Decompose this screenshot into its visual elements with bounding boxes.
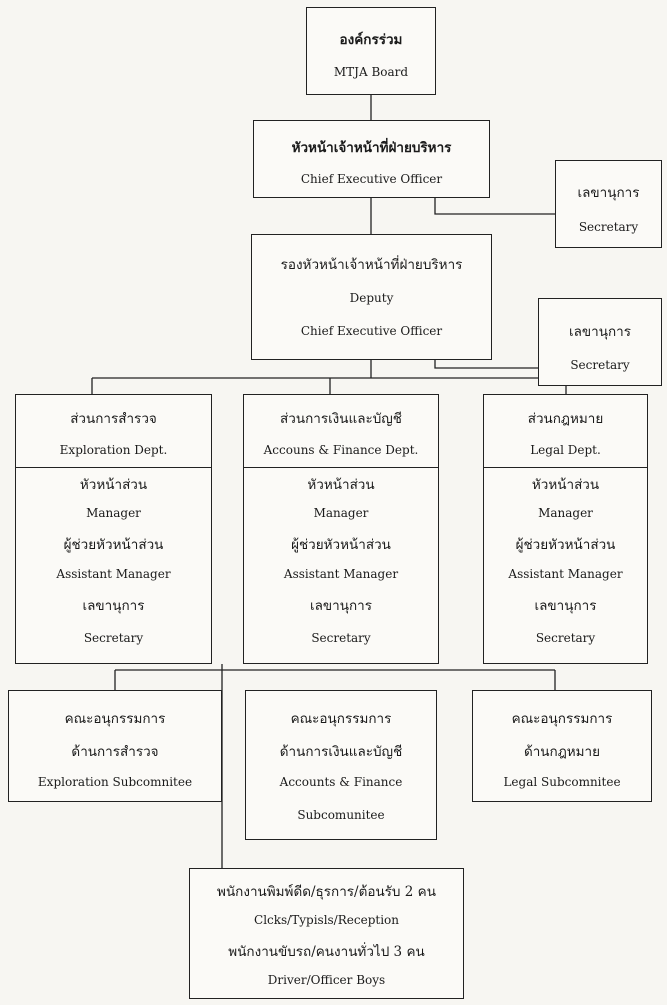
role-secretary-en: Secretary <box>535 631 596 645</box>
subcommittee-exploration: คณะอนุกรรมการ ด้านการสำรวจ Exploration S… <box>8 690 222 802</box>
role-manager-th: หัวหน้าส่วน <box>307 477 375 493</box>
deputy-title-en2: Chief Executive Officer <box>300 324 443 338</box>
ceo-secretary-en: Secretary <box>578 220 639 234</box>
department-title-th: ส่วนการสำรวจ <box>70 411 157 427</box>
department-title-en: Exploration Dept. <box>59 443 168 457</box>
role-secretary-th: เลขานุการ <box>82 598 145 614</box>
subcommittee-area-th: ด้านการเงินและบัญชี <box>279 744 403 760</box>
role-assistant-en: Assistant Manager <box>508 567 623 581</box>
staff-typists-th: พนักงานพิมพ์ดีด/ธุรการ/ต้อนรับ 2 คน <box>217 884 436 900</box>
staff-drivers-en: Driver/Officer Boys <box>267 973 386 987</box>
ceo-secretary-th: เลขานุการ <box>577 185 640 201</box>
department-divider <box>484 467 647 468</box>
role-manager-en: Manager <box>313 506 369 520</box>
department-title-th: ส่วนกฎหมาย <box>527 411 604 427</box>
role-secretary-th: เลขานุการ <box>534 598 597 614</box>
subcommittee-name-en: Exploration Subcomnitee <box>37 775 193 789</box>
board-title-en: MTJA Board <box>333 65 409 79</box>
subcommittee-title-th: คณะอนุกรรมการ <box>290 711 392 727</box>
deputy-title-en1: Deputy <box>349 291 394 305</box>
deputy-secretary-en: Secretary <box>570 358 630 372</box>
role-secretary-en: Secretary <box>311 631 371 645</box>
subcommittee-name-en: Legal Subcomnitee <box>503 775 621 789</box>
role-assistant-th: ผู้ช่วยหัวหน้าส่วน <box>291 537 391 553</box>
role-assistant-en: Assistant Manager <box>283 567 399 581</box>
staff-drivers-th: พนักงานขับรถ/คนงานทั่วไป 3 คน <box>228 944 425 960</box>
staff-box: พนักงานพิมพ์ดีด/ธุรการ/ต้อนรับ 2 คน Clck… <box>189 868 464 999</box>
role-manager-en: Manager <box>86 506 141 520</box>
staff-typists-en: Clcks/Typisls/Reception <box>254 913 399 927</box>
board-title-th: องค์กรร่วม <box>339 32 403 48</box>
deputy-title-th: รองหัวหน้าเจ้าหน้าที่ฝ่ายบริหาร <box>280 257 463 273</box>
department-title-th: ส่วนการเงินและบัญชี <box>280 411 402 427</box>
role-assistant-th: ผู้ช่วยหัวหน้าส่วน <box>63 537 164 553</box>
department-title-en: Accouns & Finance Dept. <box>263 443 419 457</box>
subcommittee-name-en-2: Subcomunitee <box>297 808 385 822</box>
deputy-secretary-th: เลขานุการ <box>569 324 631 340</box>
subcommittee-finance: คณะอนุกรรมการ ด้านการเงินและบัญชี Accoun… <box>245 690 437 840</box>
subcommittee-title-th: คณะอนุกรรมการ <box>64 711 166 727</box>
department-finance: ส่วนการเงินและบัญชี Accouns & Finance De… <box>243 394 439 664</box>
subcommittee-name-en: Accounts & Finance <box>279 775 403 789</box>
subcommittee-legal: คณะอนุกรรมการ ด้านกฎหมาย Legal Subcomnit… <box>472 690 652 802</box>
role-secretary-en: Secretary <box>83 631 144 645</box>
ceo-title-en: Chief Executive Officer <box>300 172 443 186</box>
ceo-secretary-box: เลขานุการ Secretary <box>555 160 662 248</box>
role-manager-th: หัวหน้าส่วน <box>531 477 600 493</box>
role-assistant-th: ผู้ช่วยหัวหน้าส่วน <box>515 537 616 553</box>
ceo-title-th: หัวหน้าเจ้าหน้าที่ฝ่ายบริหาร <box>291 140 452 156</box>
department-title-en: Legal Dept. <box>530 443 601 457</box>
department-exploration: ส่วนการสำรวจ Exploration Dept. หัวหน้าส่… <box>15 394 212 664</box>
subcommittee-area-th: ด้านกฎหมาย <box>523 744 601 760</box>
role-assistant-en: Assistant Manager <box>56 567 171 581</box>
deputy-box: รองหัวหน้าเจ้าหน้าที่ฝ่ายบริหาร Deputy C… <box>251 234 492 360</box>
subcommittee-area-th: ด้านการสำรวจ <box>71 744 159 760</box>
department-divider <box>16 467 211 468</box>
deputy-secretary-box: เลขานุการ Secretary <box>538 298 662 386</box>
role-manager-en: Manager <box>538 506 593 520</box>
subcommittee-title-th: คณะอนุกรรมการ <box>511 711 613 727</box>
role-manager-th: หัวหน้าส่วน <box>79 477 148 493</box>
department-divider <box>244 467 438 468</box>
role-secretary-th: เลขานุการ <box>310 598 372 614</box>
board-box: องค์กรร่วม MTJA Board <box>306 7 436 95</box>
department-legal: ส่วนกฎหมาย Legal Dept. หัวหน้าส่วน Manag… <box>483 394 648 664</box>
ceo-box: หัวหน้าเจ้าหน้าที่ฝ่ายบริหาร Chief Execu… <box>253 120 490 198</box>
